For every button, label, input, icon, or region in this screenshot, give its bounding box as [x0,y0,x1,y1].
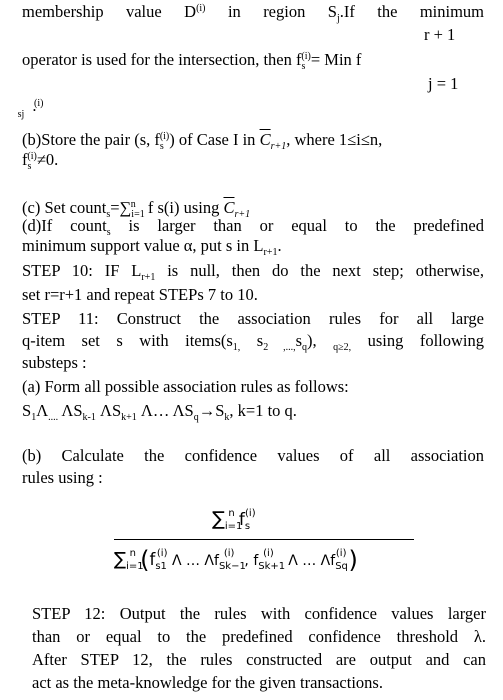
step-12-line-1: STEP 12: Output the rules with confidenc… [32,604,486,623]
step-12-line-4: act as the meta-knowledge for the given … [32,673,383,692]
fraction-bar [114,539,414,541]
step-12-line-2: than or equal to the predefined confiden… [32,627,486,646]
step-11-line-2: q-item set s with items(s1, s2 ,...,sq),… [22,331,485,353]
text-line-8: (c) Set counts=∑i=1n f s(i) using Cr+1 [22,198,251,220]
text-line-10: minimum support value α, put s in Lr+1. [22,236,282,258]
substep-a: (a) Form all possible association rules … [22,377,349,396]
text-line-6: (b)Store the pair (s, fs(i)) of Case I i… [22,130,383,152]
rule-form: S1Λ.... ΛSk-1 ΛSk+1 Λ… ΛSq→Sk, k=1 to q. [22,401,297,423]
formula-denominator: ∑i=1n (fs1(i) Λ … ΛfSk−1(i), fSk+1(i) Λ … [114,546,358,574]
text-line-7: fs(i)≠0. [22,150,59,172]
text-line-1: membership value D(i) in region Sj.If th… [22,2,484,24]
text-line-3: operator is used for the intersection, t… [22,50,362,72]
step-11-line-1: STEP 11: Construct the association rules… [22,309,484,328]
text-line-9: (d)If counts is larger than or equal to … [22,216,484,238]
step-11-line-3: substeps : [22,353,87,372]
formula-numerator: ∑i=1n fs(i) [212,508,256,532]
step-12-line-3: After STEP 12, the rules constructed are… [32,650,486,669]
min-lower-limit: j = 1 [428,74,459,93]
step-10-line-2: set r=r+1 and repeat STEPs 7 to 10. [22,285,258,304]
substep-b-line-1: (b) Calculate the confidence values of a… [22,446,484,465]
step-10-line-1: STEP 10: IF Lr+1 is null, then do the ne… [22,261,484,283]
min-upper-limit: r + 1 [424,25,456,44]
substep-b-line-2: rules using : [22,468,103,487]
text-line-5: (i) sj . [17,96,44,120]
